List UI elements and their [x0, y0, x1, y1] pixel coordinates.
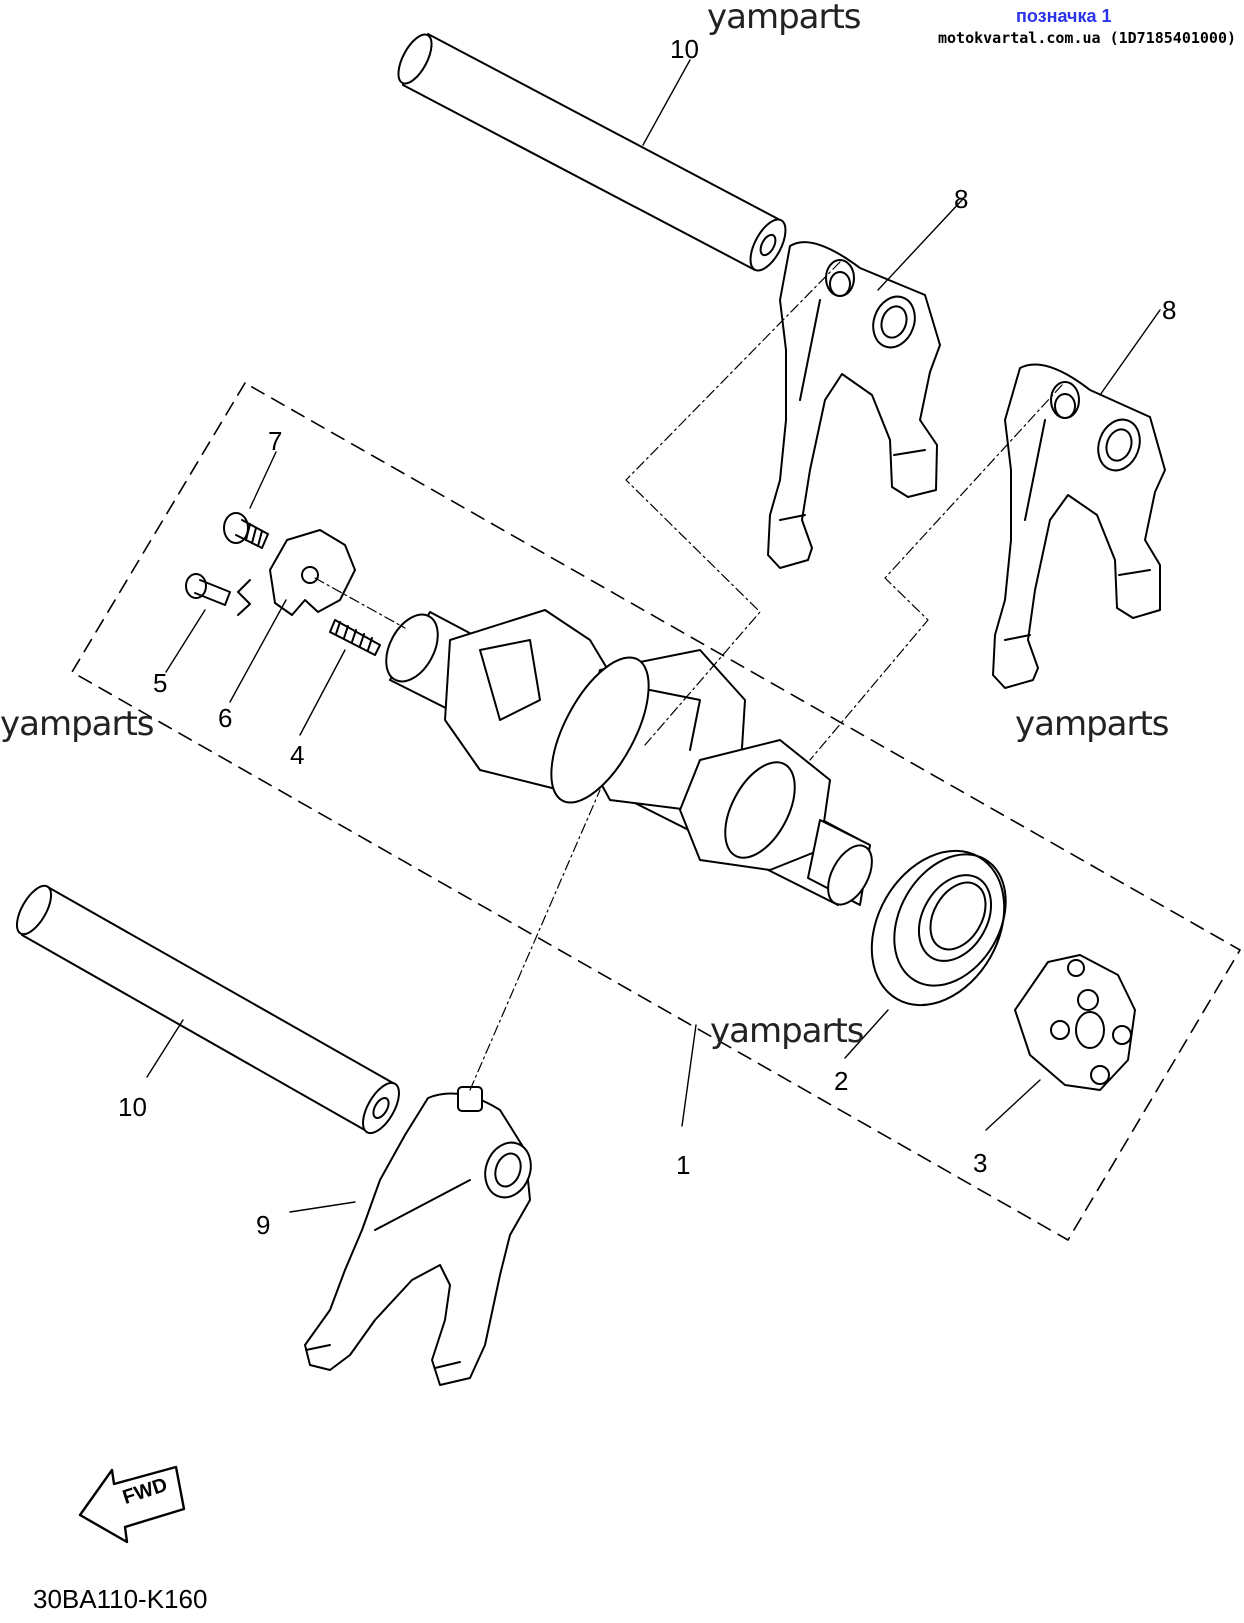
screw-7 [223, 512, 269, 549]
callout-9: 9 [256, 1210, 271, 1240]
bearing [870, 849, 1007, 1007]
shift-drum [385, 609, 873, 906]
fwd-arrow [78, 1465, 186, 1544]
break-mark [237, 579, 251, 616]
callout-3: 3 [973, 1148, 988, 1178]
pin-4 [329, 619, 381, 656]
callout-10-upper: 10 [670, 34, 699, 64]
shift-fork-9 [304, 1086, 532, 1386]
reference-tag: позначка 1 [1016, 6, 1112, 26]
callout-8-upper: 8 [954, 184, 969, 214]
watermark: yamparts [0, 704, 155, 744]
watermark: yamparts [1015, 704, 1170, 744]
callout-4: 4 [290, 740, 305, 770]
shift-drum-segment [1014, 954, 1136, 1091]
shift-fork-8-lower [992, 363, 1166, 689]
screw-5 [185, 573, 231, 606]
callout-10-lower: 10 [118, 1092, 147, 1122]
shift-rod-upper [397, 33, 787, 272]
shift-rod-lower [15, 884, 400, 1135]
watermark: yamparts [707, 0, 862, 37]
watermark: yamparts [710, 1011, 865, 1051]
callout-1: 1 [676, 1150, 691, 1180]
callout-6: 6 [218, 703, 233, 733]
callout-2: 2 [834, 1066, 849, 1096]
stopper-plate [269, 529, 356, 616]
assembly-boundary [71, 382, 1241, 1241]
diagram-code: 30BA110-K160 [33, 1584, 208, 1614]
callout-5: 5 [153, 668, 168, 698]
source-site-label: motokvartal.com.ua (1D7185401000) [938, 29, 1237, 47]
callout-8-lower: 8 [1162, 295, 1177, 325]
shift-fork-8-upper [767, 241, 941, 569]
callout-7: 7 [268, 426, 283, 456]
